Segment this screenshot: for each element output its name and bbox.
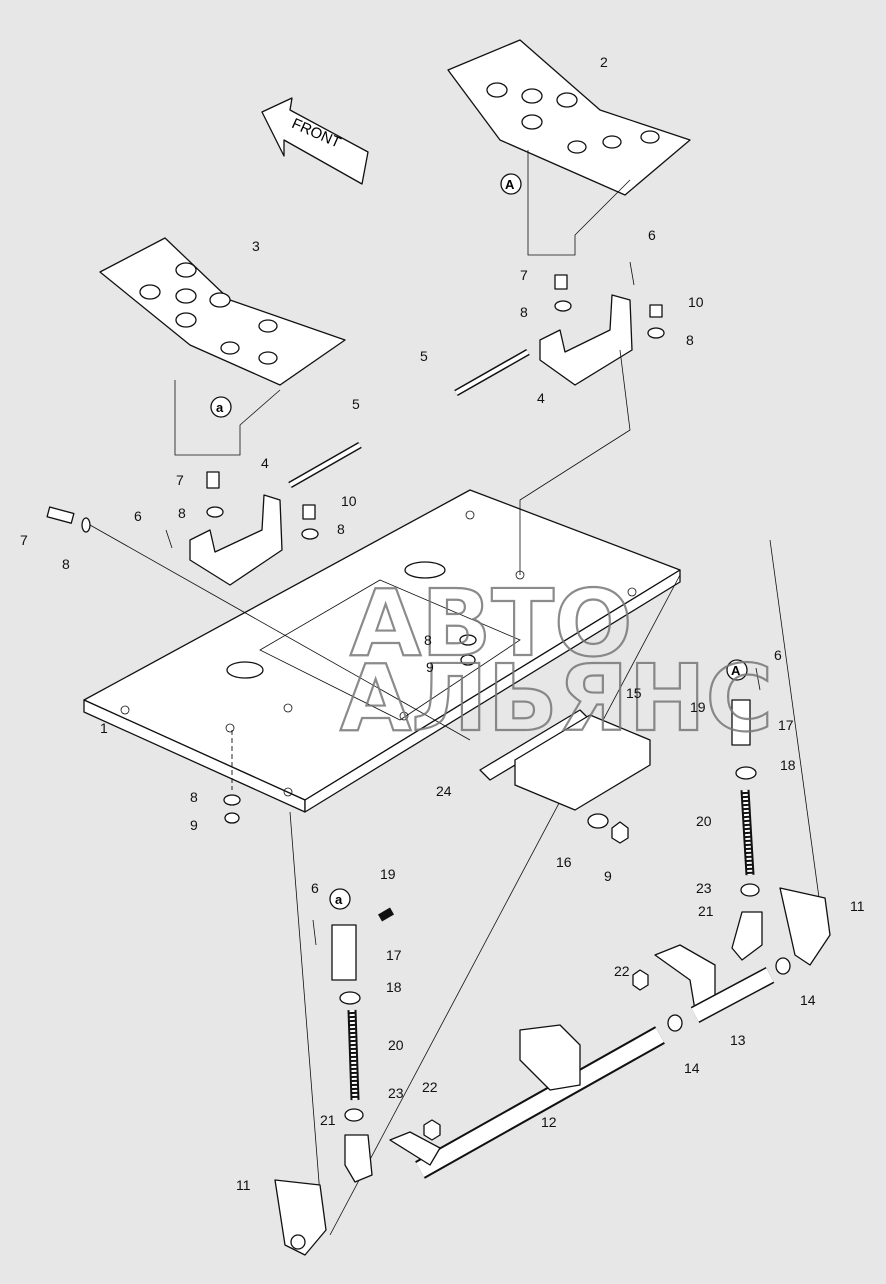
callout-label: 8 xyxy=(337,521,345,537)
callout-label: 22 xyxy=(422,1079,438,1095)
callout-label: 22 xyxy=(614,963,630,979)
front-arrow: FRONT xyxy=(261,97,369,185)
callout-label: 8 xyxy=(520,304,528,320)
callout-label: 19 xyxy=(690,699,706,715)
pedal-2 xyxy=(447,39,691,196)
callout-label: 10 xyxy=(688,294,704,310)
callout-label: 9 xyxy=(604,868,612,884)
reference-marker-A-right: A xyxy=(726,659,748,681)
callout-label: 6 xyxy=(311,880,319,896)
callout-label: 17 xyxy=(778,717,794,733)
svg-text:a: a xyxy=(216,400,224,415)
bracket-4 xyxy=(189,294,633,586)
callout-label: 23 xyxy=(388,1085,404,1101)
callout-label: 20 xyxy=(388,1037,404,1053)
callout-label: 11 xyxy=(236,1177,251,1193)
callout-label: 3 xyxy=(252,238,260,254)
callout-label: 1 xyxy=(100,720,108,736)
callout-label: 24 xyxy=(436,783,452,799)
callout-label: 5 xyxy=(420,348,428,364)
callout-label: 8 xyxy=(190,789,198,805)
watermark-line-2: АЛЬЯНС xyxy=(340,645,773,752)
callout-label: 14 xyxy=(684,1060,700,1076)
callout-label: 20 xyxy=(696,813,712,829)
callouts: 2678108543574108867889189619171518242016… xyxy=(20,54,865,1193)
callout-label: 14 xyxy=(800,992,816,1008)
reference-marker-A-top: A xyxy=(500,173,522,195)
watermark-line-1: АВТО xyxy=(350,570,632,677)
assembly-lines xyxy=(89,150,821,1236)
callout-label: 8 xyxy=(178,505,186,521)
svg-text:A: A xyxy=(731,663,741,678)
callout-label: 18 xyxy=(386,979,402,995)
callout-label: 16 xyxy=(556,854,572,870)
right-linkage xyxy=(632,699,831,1032)
callout-label: 7 xyxy=(20,532,28,548)
callout-label: 21 xyxy=(698,903,714,919)
callout-label: 6 xyxy=(774,647,782,663)
pin-5 xyxy=(288,348,530,489)
callout-label: 6 xyxy=(648,227,656,243)
svg-text:A: A xyxy=(505,177,515,192)
left-linkage xyxy=(274,907,665,1256)
callout-label: 4 xyxy=(537,390,545,406)
reference-marker-a-bottom: a xyxy=(329,888,351,910)
base-plate xyxy=(83,489,681,813)
callout-label: 8 xyxy=(686,332,694,348)
callout-label: 9 xyxy=(426,659,434,675)
reference-marker-a-left: a xyxy=(210,396,232,418)
callout-label: 18 xyxy=(780,757,796,773)
watermark: АВТО АЛЬЯНС xyxy=(339,569,774,753)
callout-label: 15 xyxy=(626,685,642,701)
callout-label: 17 xyxy=(386,947,402,963)
callout-label: 8 xyxy=(424,632,432,648)
callout-label: 9 xyxy=(190,817,198,833)
callout-label: 23 xyxy=(696,880,712,896)
callout-label: 2 xyxy=(600,54,608,70)
callout-label: 7 xyxy=(176,472,184,488)
hardware xyxy=(46,261,761,946)
callout-label: 13 xyxy=(730,1032,746,1048)
callout-label: 21 xyxy=(320,1112,336,1128)
callout-label: 19 xyxy=(380,866,396,882)
switch-assembly xyxy=(479,709,651,844)
callout-label: 6 xyxy=(134,508,142,524)
pedal-3 xyxy=(99,237,346,386)
callout-label: 5 xyxy=(352,396,360,412)
callout-label: 7 xyxy=(520,267,528,283)
callout-label: 11 xyxy=(850,898,865,914)
callout-label: 8 xyxy=(62,556,70,572)
callout-label: 4 xyxy=(261,455,269,471)
callout-label: 12 xyxy=(541,1114,557,1130)
svg-text:a: a xyxy=(335,892,343,907)
callout-label: 10 xyxy=(341,493,357,509)
